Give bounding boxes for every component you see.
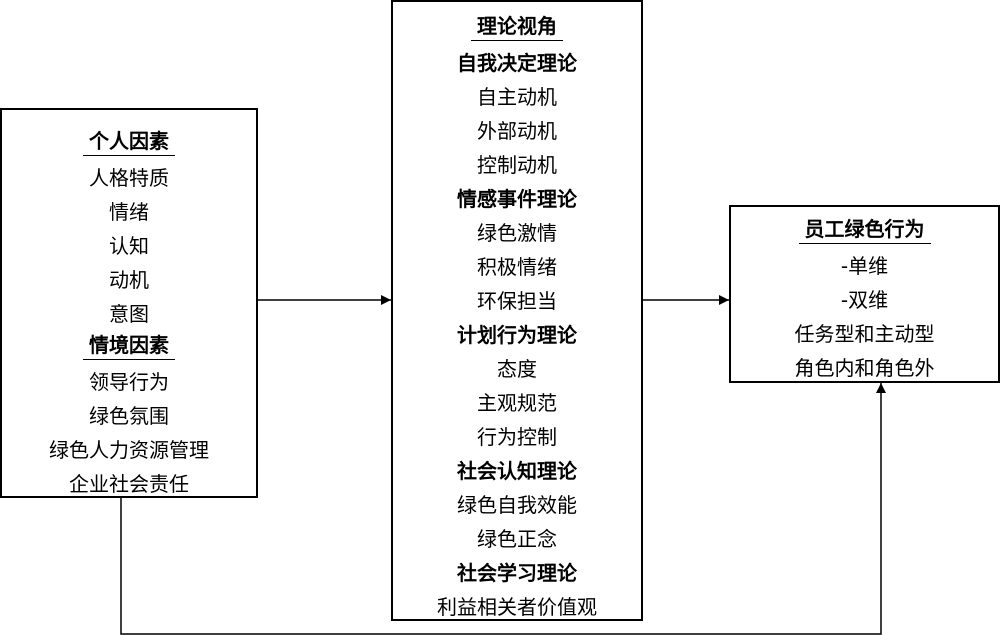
situational-factors-title: 情境因素 (83, 331, 175, 360)
personal-factor-item: 意图 (109, 302, 149, 326)
outcome-box: 员工绿色行为 -单维 -双维 任务型和主动型 角色内和角色外 (729, 205, 1000, 383)
personal-factor-item: 动机 (109, 268, 149, 292)
situational-factor-item: 绿色人力资源管理 (49, 438, 209, 462)
situational-factor-item: 领导行为 (89, 370, 169, 394)
outcome-item: -双维 (840, 288, 889, 312)
theory-name: 情感事件理论 (457, 187, 577, 211)
personal-factors-title: 个人因素 (83, 127, 175, 156)
theory-name: 社会认知理论 (457, 459, 577, 483)
factors-box: 个人因素 人格特质 情绪 认知 动机 意图 情境因素 领导行为 绿色氛围 绿色人… (0, 108, 258, 498)
theory-item: 绿色激情 (477, 221, 557, 245)
situational-factor-item: 企业社会责任 (69, 472, 189, 496)
theory-item: 绿色自我效能 (457, 493, 577, 517)
theory-item: 环保担当 (477, 289, 557, 313)
personal-factor-item: 认知 (109, 234, 149, 258)
theory-name: 自我决定理论 (457, 51, 577, 75)
personal-factor-item: 情绪 (109, 200, 149, 224)
personal-factor-item: 人格特质 (89, 166, 169, 190)
theory-item: 态度 (497, 357, 537, 381)
outcome-item: 任务型和主动型 (794, 322, 935, 346)
theory-item: 行为控制 (477, 425, 557, 449)
theory-item: 利益相关者价值观 (437, 595, 597, 619)
outcome-item: -单维 (840, 254, 889, 278)
outcome-title: 员工绿色行为 (798, 215, 931, 244)
theory-box: 理论视角 自我决定理论 自主动机 外部动机 控制动机 情感事件理论 绿色激情 积… (391, 0, 643, 621)
theory-item: 绿色正念 (477, 527, 557, 551)
theory-item: 积极情绪 (477, 255, 557, 279)
arrow-factors-to-outcome-direct (120, 383, 886, 635)
theory-item: 自主动机 (477, 85, 557, 109)
theory-title: 理论视角 (471, 12, 563, 41)
theory-item: 控制动机 (477, 153, 557, 177)
theory-name: 社会学习理论 (457, 561, 577, 585)
theory-item: 主观规范 (477, 391, 557, 415)
theory-name: 计划行为理论 (457, 323, 577, 347)
outcome-item: 角色内和角色外 (794, 356, 935, 380)
theory-item: 外部动机 (477, 119, 557, 143)
situational-factor-item: 绿色氛围 (89, 404, 169, 428)
